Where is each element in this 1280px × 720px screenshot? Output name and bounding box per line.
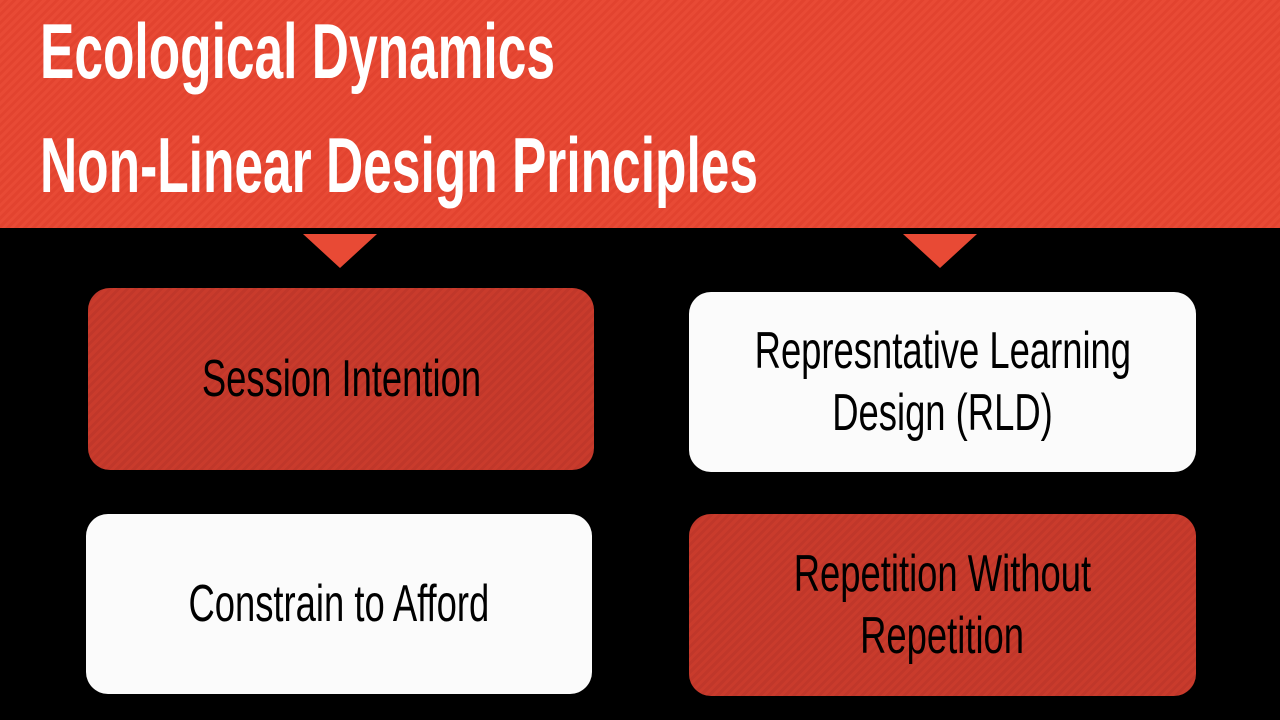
box-representative-learning-design: Represntative Learning Design (RLD) — [689, 292, 1196, 472]
arrow-down-icon — [903, 234, 977, 268]
title-line-1: Ecological Dynamics — [40, 7, 556, 95]
box-label: Represntative Learning — [754, 322, 1131, 380]
box-repetition-without-repetition: Repetition Without Repetition — [689, 514, 1196, 696]
box-label: Repetition — [860, 607, 1025, 665]
arrow-down-icon — [303, 234, 377, 268]
title-line-2: Non-Linear Design Principles — [40, 121, 759, 209]
title-banner: Ecological Dynamics Non-Linear Design Pr… — [0, 0, 1280, 228]
box-constrain-to-afford: Constrain to Afford — [86, 514, 592, 694]
box-label: Session Intention — [201, 350, 481, 408]
box-label: Repetition Without — [793, 545, 1092, 603]
box-label: Design (RLD) — [832, 384, 1053, 442]
box-label: Constrain to Afford — [188, 575, 490, 633]
box-session-intention: Session Intention — [88, 288, 594, 470]
